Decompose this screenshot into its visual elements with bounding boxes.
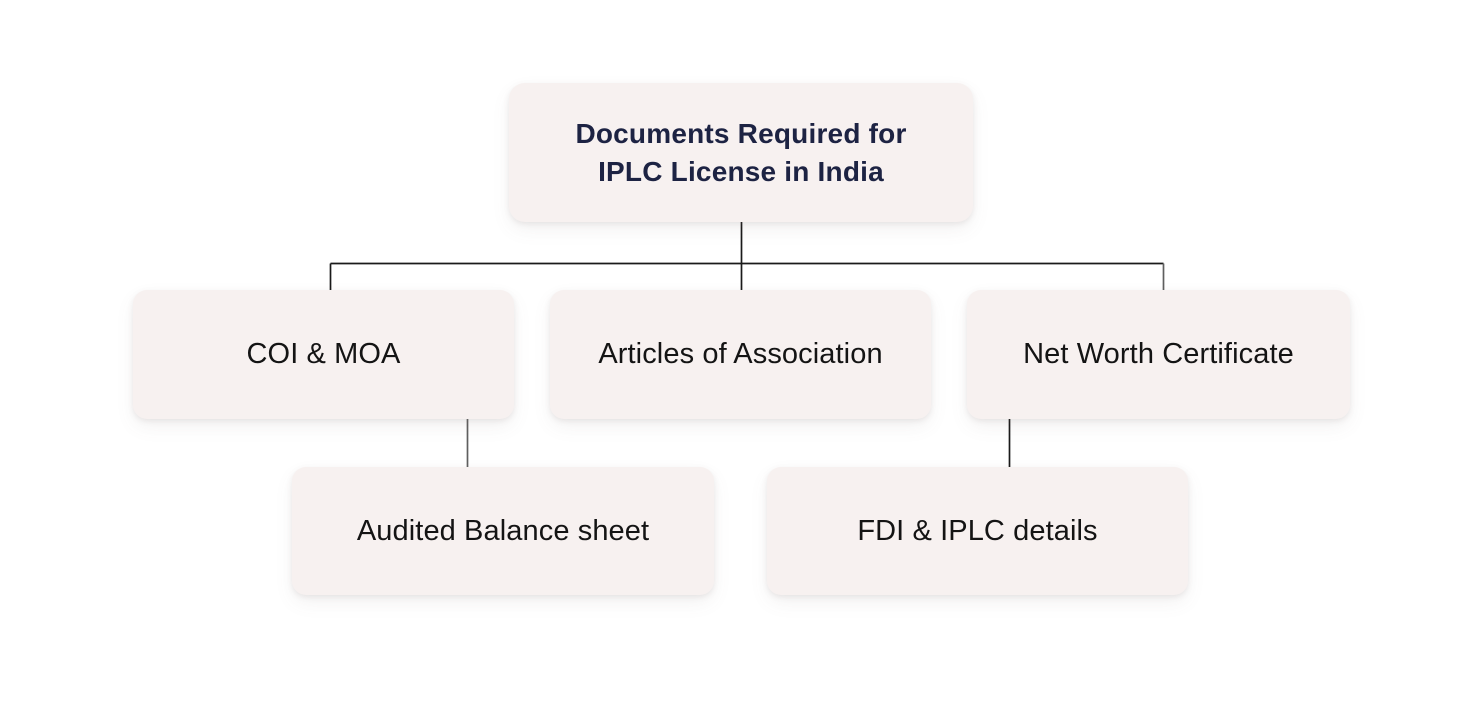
node-fdi-iplc-details-label: FDI & IPLC details <box>857 514 1098 547</box>
node-coi-moa-label: COI & MOA <box>246 338 401 371</box>
node-audited-balance-sheet-label: Audited Balance sheet <box>356 514 650 547</box>
node-articles-of-association-label: Articles of Association <box>598 338 883 371</box>
node-fdi-iplc-details[interactable]: FDI & IPLC details <box>767 467 1188 595</box>
node-articles-of-association[interactable]: Articles of Association <box>550 290 931 419</box>
node-audited-balance-sheet[interactable]: Audited Balance sheet <box>292 467 714 595</box>
node-root-label-line2: IPLC License in India <box>598 155 884 187</box>
node-net-worth-certificate[interactable]: Net Worth Certificate <box>967 290 1350 419</box>
node-coi-moa[interactable]: COI & MOA <box>133 290 514 419</box>
node-root-label-line1: Documents Required for <box>575 117 907 149</box>
node-net-worth-certificate-label: Net Worth Certificate <box>1023 338 1294 371</box>
